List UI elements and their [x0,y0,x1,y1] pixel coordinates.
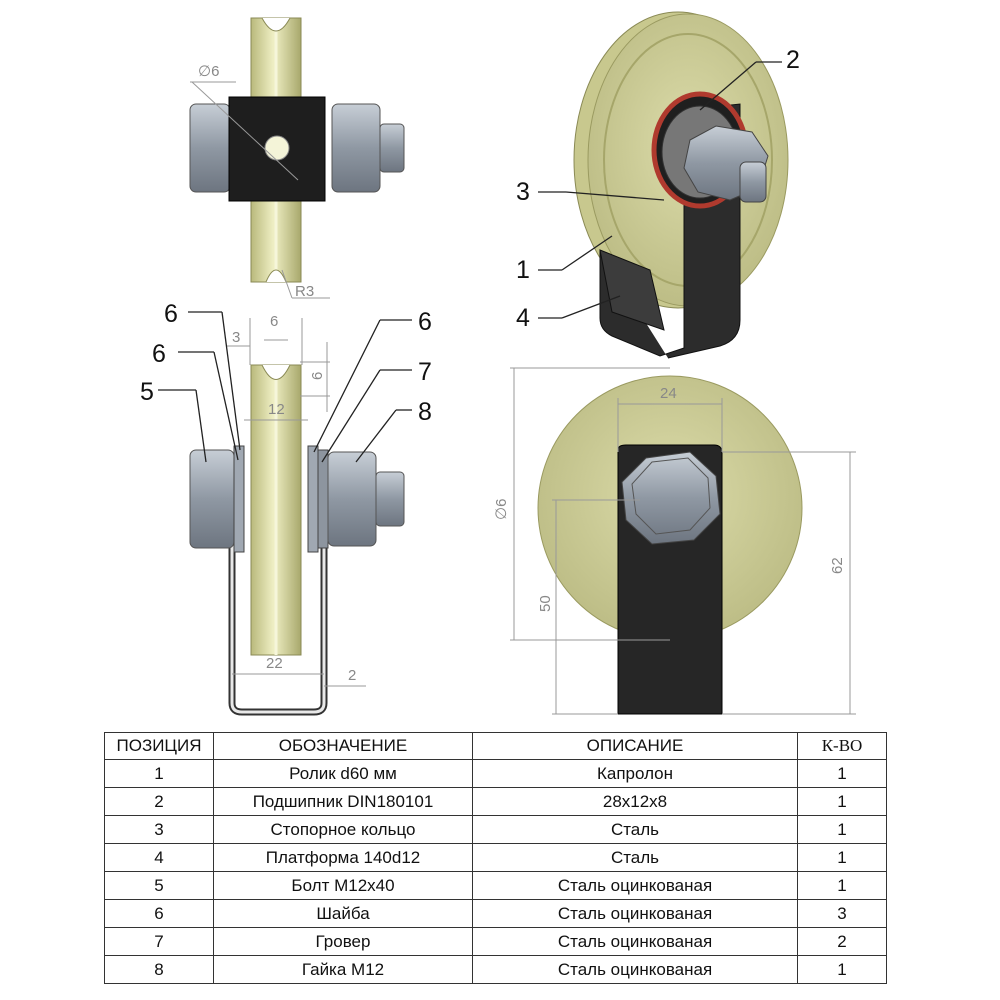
dim-thickness-2: 2 [348,667,356,684]
washer-right [307,445,319,553]
bolt-head [189,103,231,193]
dim-width-6: 6 [270,313,278,330]
cell-designation: Подшипник DIN180101 [213,787,473,816]
cell-description: Сталь оцинкованая [472,927,798,956]
dim-height-62: 62 [829,557,846,574]
cell-description: Сталь оцинкованая [472,955,798,984]
cell-position: 8 [104,955,214,984]
dim-offset-3: 3 [232,329,240,346]
cell-description: 28x12x8 [472,787,798,816]
washer-left [233,445,245,553]
cell-position: 4 [104,843,214,872]
cell-description: Сталь оцинкованая [472,871,798,900]
cell-designation: Стопорное кольцо [213,815,473,844]
bolt-thread [379,123,405,173]
dim-diameter-60: ∅6 [493,499,510,520]
dim-inner-22: 22 [266,655,283,672]
callout-4: 4 [516,304,530,332]
dim-hole-diameter: ∅6 [198,63,219,80]
grover-washer [317,449,329,549]
nut [331,103,381,193]
dim-radius: R3 [295,283,314,300]
cell-description: Сталь оцинкованая [472,899,798,928]
callout-3: 3 [516,178,530,206]
table-header-row: ПОЗИЦИЯ ОБОЗНАЧЕНИЕ ОПИСАНИЕ К-ВО [104,732,887,760]
side-view: 24 ∅6 50 62 [493,367,856,715]
nut-front [327,451,377,547]
cell-position: 5 [104,871,214,900]
cell-position: 7 [104,927,214,956]
cell-quantity: 1 [797,843,887,872]
cell-designation: Шайба [213,899,473,928]
bolt-head-front [189,449,235,549]
dim-depth-6: 6 [309,372,326,380]
dim-width-24: 24 [660,385,677,402]
callout-6-upper-left: 6 [164,300,178,328]
cell-description: Сталь [472,843,798,872]
callout-1: 1 [516,256,530,284]
cell-position: 3 [104,815,214,844]
cell-description: Сталь [472,815,798,844]
front-view: 6 3 6 12 22 2 6 6 5 6 7 8 [140,300,432,716]
callout-2: 2 [786,46,800,74]
cell-designation: Болт М12x40 [213,871,473,900]
header-position: ПОЗИЦИЯ [104,732,214,760]
cell-designation: Платформа 140d12 [213,843,473,872]
top-view: ∅6 R3 [189,17,405,300]
mounting-hole [264,135,290,161]
isometric-view: 2 3 1 4 [516,11,800,359]
cell-quantity: 1 [797,787,887,816]
header-description: ОПИСАНИЕ [472,732,798,760]
callout-7: 7 [418,358,432,386]
callout-5: 5 [140,378,154,406]
cell-description: Капролон [472,759,798,788]
cell-designation: Гровер [213,927,473,956]
cell-position: 6 [104,899,214,928]
cell-quantity: 1 [797,871,887,900]
dim-width-12: 12 [268,401,285,418]
cell-position: 2 [104,787,214,816]
bolt-thread-front [375,471,405,527]
header-designation: ОБОЗНАЧЕНИЕ [213,732,473,760]
cell-designation: Гайка М12 [213,955,473,984]
cell-designation: Ролик d60 мм [213,759,473,788]
assembly-drawing: ∅6 R3 6 3 6 12 22 2 [140,11,856,716]
cell-quantity: 1 [797,815,887,844]
cell-quantity: 1 [797,955,887,984]
bolt-head-side [621,451,721,545]
cell-quantity: 3 [797,899,887,928]
callout-8: 8 [418,398,432,426]
cell-position: 1 [104,759,214,788]
callout-6-right: 6 [418,308,432,336]
header-quantity: К-ВО [797,732,887,760]
cell-quantity: 1 [797,759,887,788]
callout-6-lower-left: 6 [152,340,166,368]
dim-height-50: 50 [537,595,554,612]
cell-quantity: 2 [797,927,887,956]
